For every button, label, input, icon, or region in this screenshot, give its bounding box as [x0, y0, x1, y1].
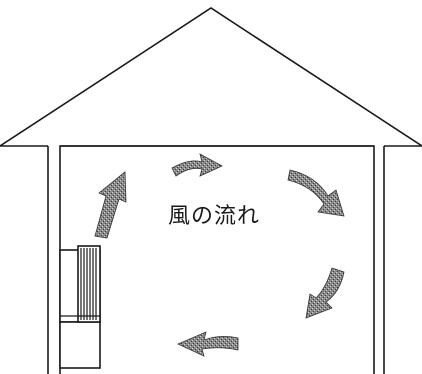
airflow-arrows [94, 153, 345, 357]
heater-unit [59, 245, 101, 369]
roof-outline [0, 7, 422, 147]
arrow-top-right [171, 153, 223, 177]
heater-grille [80, 248, 97, 320]
arrow-up-left [94, 171, 127, 239]
arrow-bottom-left [177, 331, 239, 357]
airflow-label: 風の流れ [168, 204, 261, 229]
arrow-lower-right [305, 267, 345, 319]
arrow-upper-right [287, 169, 345, 217]
